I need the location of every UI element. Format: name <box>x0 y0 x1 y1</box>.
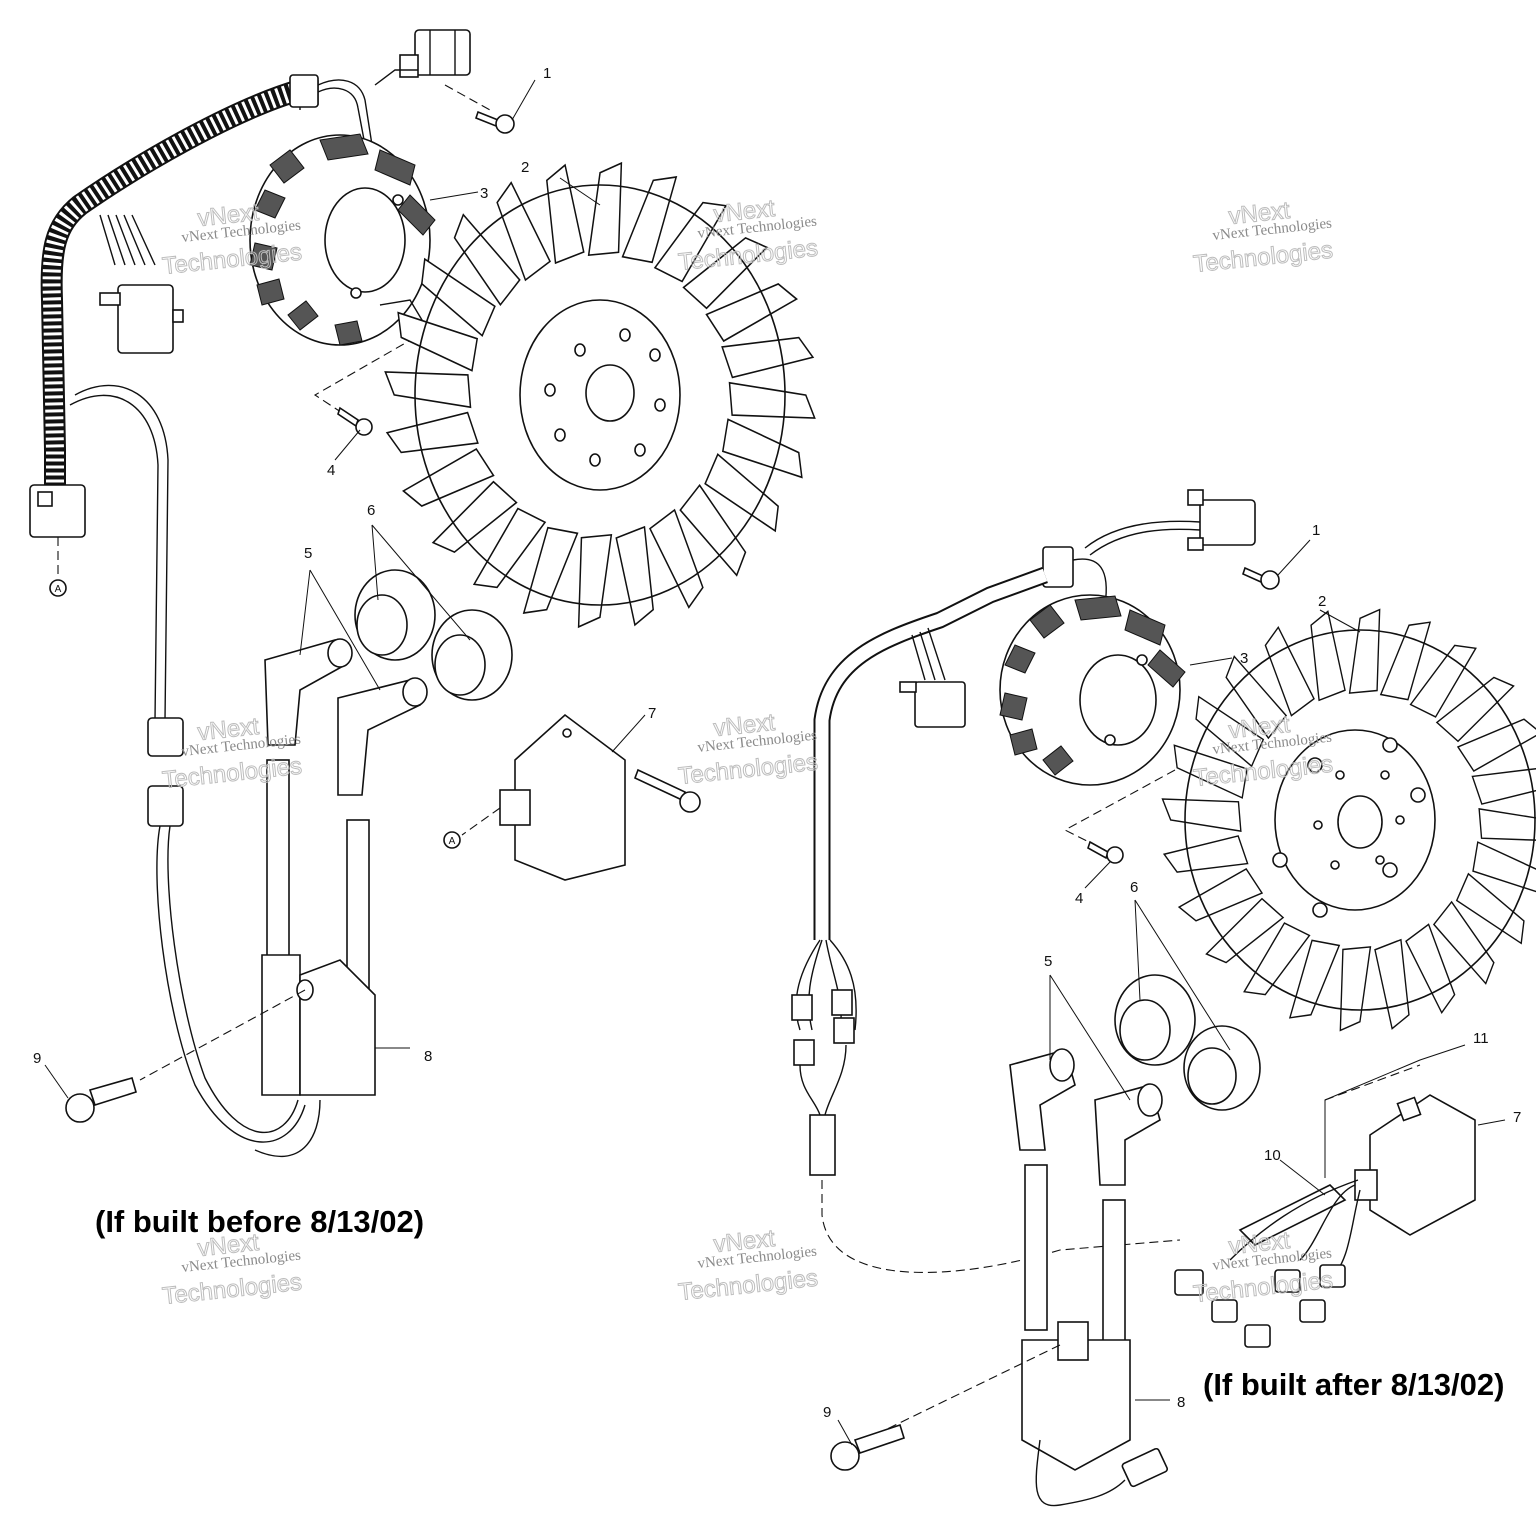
ref-marker-a <box>49 579 67 597</box>
ref-marker-a2-label: A <box>449 836 456 847</box>
watermark-7: vNext vNext Technologies Technologies <box>161 1228 304 1310</box>
callout-11-right: 11 <box>1473 1030 1489 1047</box>
spacers-6-right <box>1114 974 1261 1111</box>
screw-4-right <box>1087 840 1124 864</box>
callout-8-right: 8 <box>1177 1394 1185 1411</box>
callout-10-right: 10 <box>1264 1147 1281 1164</box>
connector-top-left <box>399 29 471 78</box>
inline-connector-upper-left <box>147 717 184 757</box>
ignition-coil-8-right <box>884 1321 1169 1507</box>
bolt-9-right <box>830 1423 905 1471</box>
watermark-8: vNext vNext Technologies Technologies <box>677 1224 820 1306</box>
watermark-3: vNext vNext Technologies Technologies <box>1192 196 1335 278</box>
callout-4-right: 4 <box>1075 890 1083 907</box>
stator-left <box>249 133 436 419</box>
callout-9-left: 9 <box>33 1050 41 1067</box>
screw-1-left <box>444 84 515 134</box>
callout-6-right: 6 <box>1130 879 1138 896</box>
callout-1-right: 1 <box>1312 522 1320 539</box>
ref-marker-a2 <box>443 831 461 849</box>
callout-7-left: 7 <box>648 705 656 722</box>
cdi-box-7-left: A <box>443 713 701 881</box>
screw-1-right <box>1242 566 1280 590</box>
callout-2-left: 2 <box>521 159 529 176</box>
cdi-box-7-right <box>1354 1094 1476 1236</box>
callout-1-left: 1 <box>543 65 551 82</box>
callout-3-right: 3 <box>1240 650 1248 667</box>
assembly-after: 1 2 3 4 5 6 7 8 9 10 11 (If built after … <box>791 489 1536 1507</box>
callout-7-right: 7 <box>1513 1109 1521 1126</box>
screw-4-left <box>337 406 373 436</box>
callout-9-right: 9 <box>823 1404 831 1421</box>
stator-right <box>999 594 1186 851</box>
wire-harness-left <box>40 69 418 490</box>
wire-harness-right <box>791 546 1181 1273</box>
inline-connector-lower-left <box>147 785 184 827</box>
plug-caps-5-right <box>1009 1048 1163 1351</box>
bolt-9-left <box>65 1077 137 1123</box>
callout-5-right: 5 <box>1044 953 1052 970</box>
callout-6-left: 6 <box>367 502 375 519</box>
caption-after: (If built after 8/13/02) <box>1203 1367 1504 1402</box>
flywheel-right <box>1161 608 1536 1032</box>
flywheel-left <box>384 162 816 628</box>
assembly-before: A <box>29 29 816 1239</box>
connector-top-right <box>1084 489 1256 556</box>
harness-connector-left <box>99 214 184 354</box>
spacers-6-left <box>354 569 513 701</box>
ignition-coil-8-left <box>139 954 376 1096</box>
caption-before: (If built before 8/13/02) <box>95 1204 424 1239</box>
ref-marker-a-label: A <box>55 584 62 595</box>
callout-4-left: 4 <box>327 462 335 479</box>
plug-caps-5-left <box>264 638 428 991</box>
callout-3-left: 3 <box>480 185 488 202</box>
callout-5-left: 5 <box>304 545 312 562</box>
callout-2-right: 2 <box>1318 593 1326 610</box>
coil-wire-loop-left <box>74 384 169 721</box>
wire-harness-10-right <box>1174 1179 1361 1348</box>
harness-end-connector-left: A <box>29 484 86 597</box>
watermark-5: vNext vNext Technologies Technologies <box>677 708 820 790</box>
callout-8-left: 8 <box>424 1048 432 1065</box>
watermark-9: vNext vNext Technologies Technologies <box>1192 1226 1335 1308</box>
